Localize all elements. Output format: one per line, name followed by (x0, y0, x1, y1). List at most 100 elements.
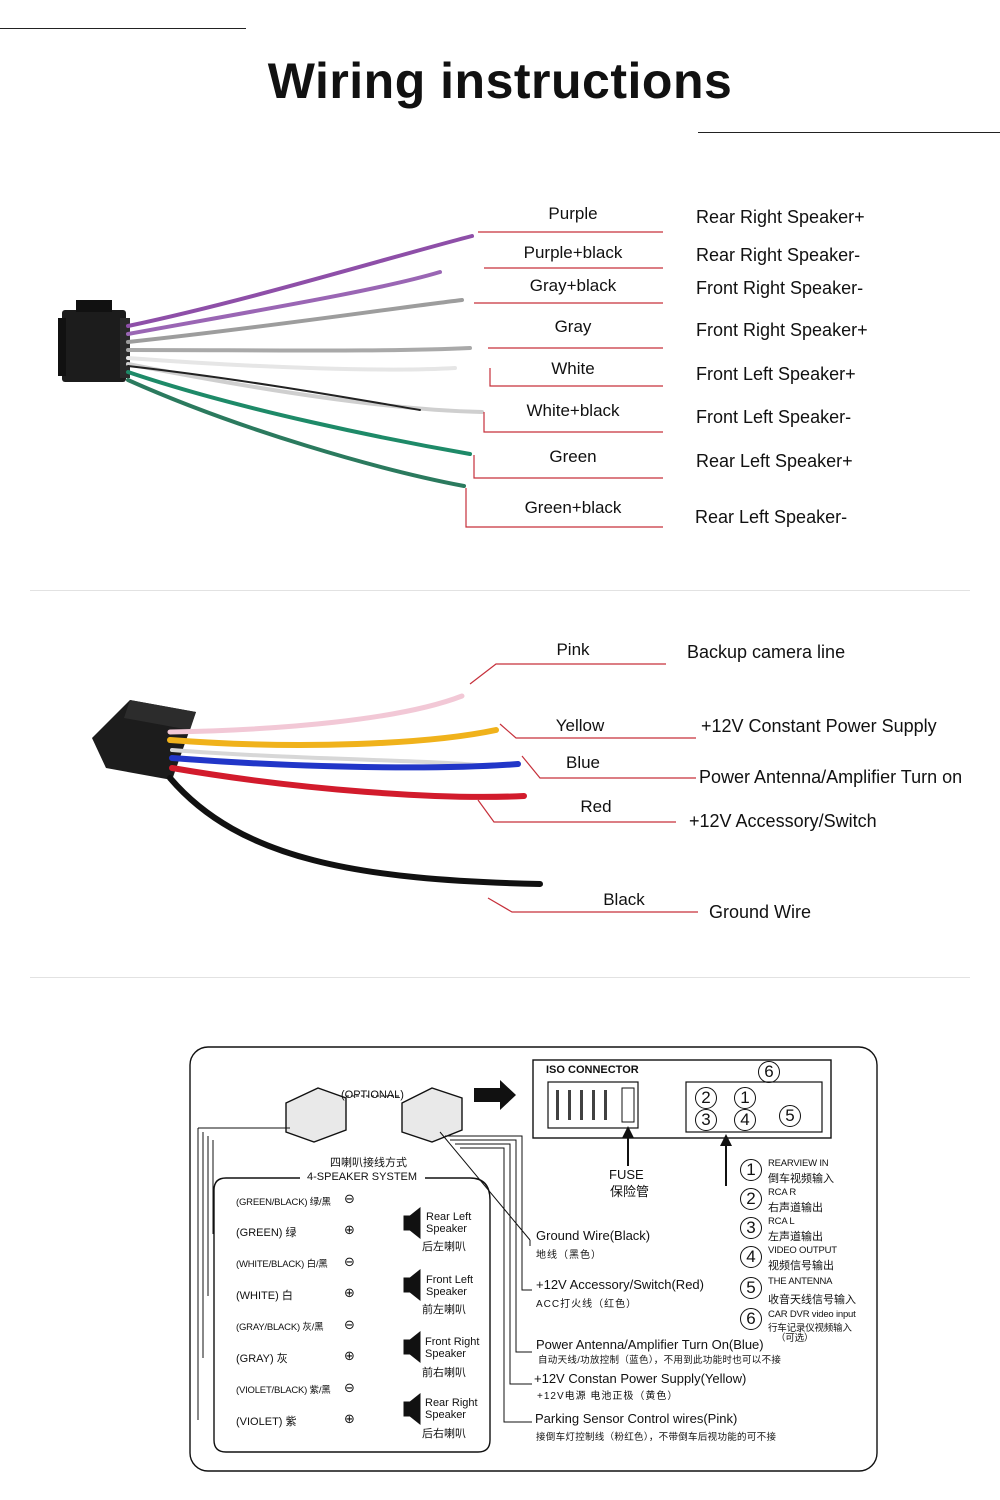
label-card-graphics (189, 1046, 878, 1472)
rca-4-cn: 视频信号输出 (768, 1260, 834, 1272)
header-line-right (698, 132, 1000, 133)
power-constant-en: +12V Constan Power Supply(Yellow) (534, 1371, 747, 1386)
speaker-rear-left-en1: Rear Left (426, 1211, 472, 1223)
rca-1-en: REARVIEW IN (768, 1158, 829, 1169)
fuse-label-cn: 保险管 (610, 1184, 650, 1199)
function-power-antenna: Power Antenna/Amplifier Turn on (699, 767, 963, 787)
rca-4-en: VIDEO OUTPUT (768, 1245, 837, 1256)
system-title: 4-SPEAKER SYSTEM (307, 1171, 418, 1183)
wire-label-white: White (551, 359, 595, 378)
rca-num-5: 5 (740, 1277, 762, 1299)
speaker-wire-white: (WHITE) 白 (236, 1290, 293, 1302)
function-rear-right-plus: Rear Right Speaker+ (696, 207, 865, 227)
polarity-plus-3: ⊕ (344, 1348, 355, 1363)
panel-num-5: 5 (779, 1105, 801, 1127)
speaker-wire-white-black: (WHITE/BLACK) 白/黑 (236, 1259, 328, 1270)
wire-label-blue: Blue (565, 753, 601, 772)
iso-pin-grid (556, 1090, 616, 1120)
wire-label-purple: Purple (548, 204, 598, 223)
function-front-right-minus: Front Right Speaker- (696, 278, 864, 298)
rca-3-cn: 左声道输出 (768, 1231, 823, 1243)
speaker-harness-connector (58, 300, 130, 382)
rca-2-cn: 右声道输出 (768, 1202, 823, 1214)
speaker-front-right-en2: Speaker (425, 1348, 466, 1360)
power-antenna-cn: 自动天线/功放控制（蓝色），不用到此功能时也可以不接 (538, 1355, 782, 1366)
speaker-label-lines (465, 231, 663, 528)
polarity-minus-1: ⊖ (344, 1191, 355, 1206)
function-rear-left-minus: Rear Left Speaker- (695, 507, 848, 527)
power-constant-cn: +12V电源 电池正极（黄色） (537, 1391, 679, 1402)
panel-num-3: 3 (695, 1109, 717, 1131)
wire-label-black: Black (603, 890, 645, 909)
panel-num-4: 4 (734, 1109, 756, 1131)
rca-3-en: RCA L (768, 1216, 795, 1227)
rca-5-en: THE ANTENNA (768, 1276, 833, 1287)
system-title-cn: 四喇叭接线方式 (330, 1157, 407, 1169)
speaker-front-right-en1: Front Right (425, 1336, 480, 1348)
wire-label-white-black: White+black (526, 401, 620, 420)
iso-connector-label: ISO CONNECTOR (546, 1064, 639, 1076)
function-constant-power: +12V Constant Power Supply (701, 716, 937, 736)
polarity-plus-1: ⊕ (344, 1222, 355, 1237)
polarity-plus-4: ⊕ (344, 1411, 355, 1426)
speaker-wire-green: (GREEN) 绿 (236, 1227, 297, 1239)
function-rear-right-minus: Rear Right Speaker- (696, 245, 861, 265)
function-backup-camera: Backup camera line (687, 642, 846, 662)
power-parking-en: Parking Sensor Control wires(Pink) (535, 1411, 738, 1426)
wire-label-green-black: Green+black (524, 498, 622, 517)
panel-num-6: 6 (758, 1061, 780, 1083)
page-title: Wiring instructions (267, 53, 733, 109)
speaker-front-left-cn: 前左喇叭 (422, 1304, 466, 1316)
panel-num-1: 1 (734, 1087, 756, 1109)
speaker-front-left-en1: Front Left (426, 1274, 474, 1286)
optional-label: (OPTIONAL) (341, 1089, 404, 1101)
rca-5-cn: 收音天线信号输入 (768, 1294, 856, 1306)
section-divider-1 (30, 590, 970, 591)
speaker-rear-right-en2: Speaker (425, 1409, 466, 1421)
speaker-front-left-en2: Speaker (426, 1286, 467, 1298)
polarity-minus-2: ⊖ (344, 1254, 355, 1269)
function-front-left-plus: Front Left Speaker+ (696, 364, 856, 384)
fuse-label: FUSE (609, 1167, 644, 1182)
power-wires (167, 693, 543, 887)
speaker-wire-violet-black: (VIOLET/BLACK) 紫/黑 (236, 1385, 331, 1396)
rca-2-en: RCA R (768, 1187, 797, 1198)
speaker-rear-right-cn: 后右喇叭 (422, 1428, 466, 1440)
wire-label-red: Red (580, 797, 612, 816)
rca-1-cn: 倒车视频输入 (768, 1173, 834, 1185)
wire-label-gray: Gray (554, 317, 592, 336)
speaker-front-right-cn: 前右喇叭 (422, 1367, 466, 1379)
wire-label-pink: Pink (556, 640, 590, 659)
panel-num-2: 2 (695, 1087, 717, 1109)
speaker-wire-violet: (VIOLET) 紫 (236, 1416, 297, 1428)
function-ground-wire: Ground Wire (709, 902, 812, 922)
rca-num-1: 1 (740, 1159, 762, 1181)
function-front-right-plus: Front Right Speaker+ (696, 320, 868, 340)
power-parking-cn: 接倒车灯控制线（粉红色），不带倒车后视功能的可不接 (536, 1432, 777, 1443)
speaker-wire-gray-black: (GRAY/BLACK) 灰/黑 (236, 1322, 324, 1333)
rca-6-cn: 行车记录仪视频输入 (768, 1323, 852, 1334)
rca-6-note: （可选） (776, 1333, 814, 1344)
speaker-wire-green-black: (GREEN/BLACK) 绿/黑 (236, 1197, 331, 1208)
rca-num-6: 6 (740, 1308, 762, 1330)
power-label-lines (469, 663, 698, 913)
polarity-minus-3: ⊖ (344, 1317, 355, 1332)
function-accessory-switch: +12V Accessory/Switch (689, 811, 877, 831)
power-antenna-en: Power Antenna/Amplifier Turn On(Blue) (536, 1337, 764, 1352)
speaker-rear-left-en2: Speaker (426, 1223, 467, 1235)
wire-label-purple-black: Purple+black (523, 243, 623, 262)
function-rear-left-plus: Rear Left Speaker+ (696, 451, 853, 471)
rca-6-en: CAR DVR video input (768, 1309, 856, 1320)
power-accessory-cn: ACC打火线（红色） (536, 1299, 638, 1310)
speaker-rear-right-en1: Rear Right (425, 1397, 478, 1409)
polarity-plus-2: ⊕ (344, 1285, 355, 1300)
function-front-left-minus: Front Left Speaker- (696, 407, 852, 427)
power-ground-cn: 地线（黑色） (536, 1250, 602, 1261)
power-ground-en: Ground Wire(Black) (536, 1228, 651, 1243)
rca-num-2: 2 (740, 1188, 762, 1210)
polarity-minus-4: ⊖ (344, 1380, 355, 1395)
rca-num-3: 3 (740, 1217, 762, 1239)
wire-label-green: Green (549, 447, 597, 466)
power-accessory-en: +12V Accessory/Switch(Red) (536, 1277, 704, 1292)
